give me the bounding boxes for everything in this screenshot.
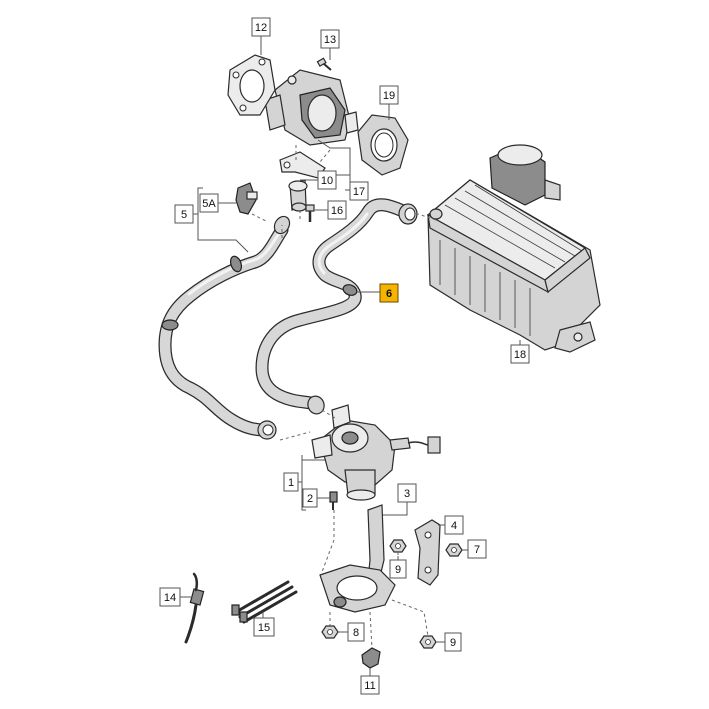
callout-17[interactable]: 17 [349, 181, 369, 201]
callout-7[interactable]: 7 [467, 539, 487, 559]
callout-11[interactable]: 11 [360, 675, 380, 695]
callout-2-label: 2 [307, 493, 313, 505]
hose-5[interactable] [158, 214, 293, 440]
callout-17-label: 17 [353, 186, 365, 198]
cable-ties-15[interactable] [231, 580, 298, 624]
callout-8[interactable]: 8 [347, 622, 365, 642]
callout-3-label: 3 [404, 488, 410, 500]
callout-5a[interactable]: 5A [199, 193, 219, 213]
callout-10[interactable]: 10 [317, 170, 337, 190]
callout-6[interactable]: 6 [379, 283, 399, 303]
bolt-16[interactable] [305, 204, 315, 222]
nut-9-upper[interactable] [389, 539, 407, 553]
callout-1[interactable]: 1 [283, 472, 299, 492]
flange[interactable] [357, 114, 409, 176]
callout-7-label: 7 [474, 544, 480, 556]
callout-16-label: 16 [331, 205, 343, 217]
callout-18-label: 18 [514, 349, 526, 361]
callout-11-label: 11 [364, 680, 375, 692]
nut-9-lower[interactable] [419, 635, 437, 649]
callout-19[interactable]: 19 [379, 85, 399, 105]
callout-14[interactable]: 14 [159, 587, 181, 607]
callout-9-lower-label: 9 [450, 637, 456, 649]
nut-7[interactable] [445, 543, 463, 557]
callout-8-label: 8 [353, 627, 359, 639]
callout-12[interactable]: 12 [251, 17, 271, 37]
callout-16[interactable]: 16 [327, 200, 347, 220]
callout-15[interactable]: 15 [253, 617, 275, 637]
callout-13[interactable]: 13 [320, 29, 340, 49]
bracket-4[interactable] [414, 519, 441, 586]
pump[interactable] [311, 404, 441, 501]
leader-lines [180, 36, 521, 676]
callout-4-label: 4 [451, 520, 457, 532]
clip-11[interactable] [361, 647, 381, 669]
callout-5a-label: 5A [202, 198, 216, 210]
callout-4[interactable]: 4 [444, 515, 464, 535]
callout-1-label: 1 [288, 477, 294, 489]
callout-19-label: 19 [383, 90, 395, 102]
connection-lines [251, 145, 437, 649]
callout-12-label: 12 [255, 22, 267, 34]
sensor-5a[interactable] [235, 182, 258, 215]
air-filter-housing[interactable] [426, 144, 601, 353]
sensor-2[interactable] [329, 491, 338, 510]
callout-18[interactable]: 18 [510, 344, 530, 364]
callout-5-label: 5 [181, 209, 187, 221]
callout-9-upper[interactable]: 9 [389, 559, 407, 579]
callout-10-label: 10 [321, 175, 333, 187]
callout-9-upper-label: 9 [395, 564, 401, 576]
callout-2[interactable]: 2 [302, 488, 318, 508]
cable-tie-14[interactable] [184, 572, 205, 644]
callout-9-lower[interactable]: 9 [444, 632, 462, 652]
callout-5[interactable]: 5 [174, 204, 194, 224]
callout-6-label: 6 [386, 288, 392, 300]
callout-3[interactable]: 3 [397, 483, 417, 503]
callout-14-label: 14 [164, 592, 176, 604]
gasket[interactable] [227, 54, 276, 116]
valve-assembly[interactable] [264, 69, 359, 146]
nut-8[interactable] [321, 625, 339, 639]
bracket-3[interactable] [319, 504, 396, 613]
callout-13-label: 13 [324, 34, 336, 46]
callout-15-label: 15 [258, 622, 270, 634]
hose-6[interactable] [255, 198, 418, 416]
bolt-13[interactable] [316, 57, 332, 71]
